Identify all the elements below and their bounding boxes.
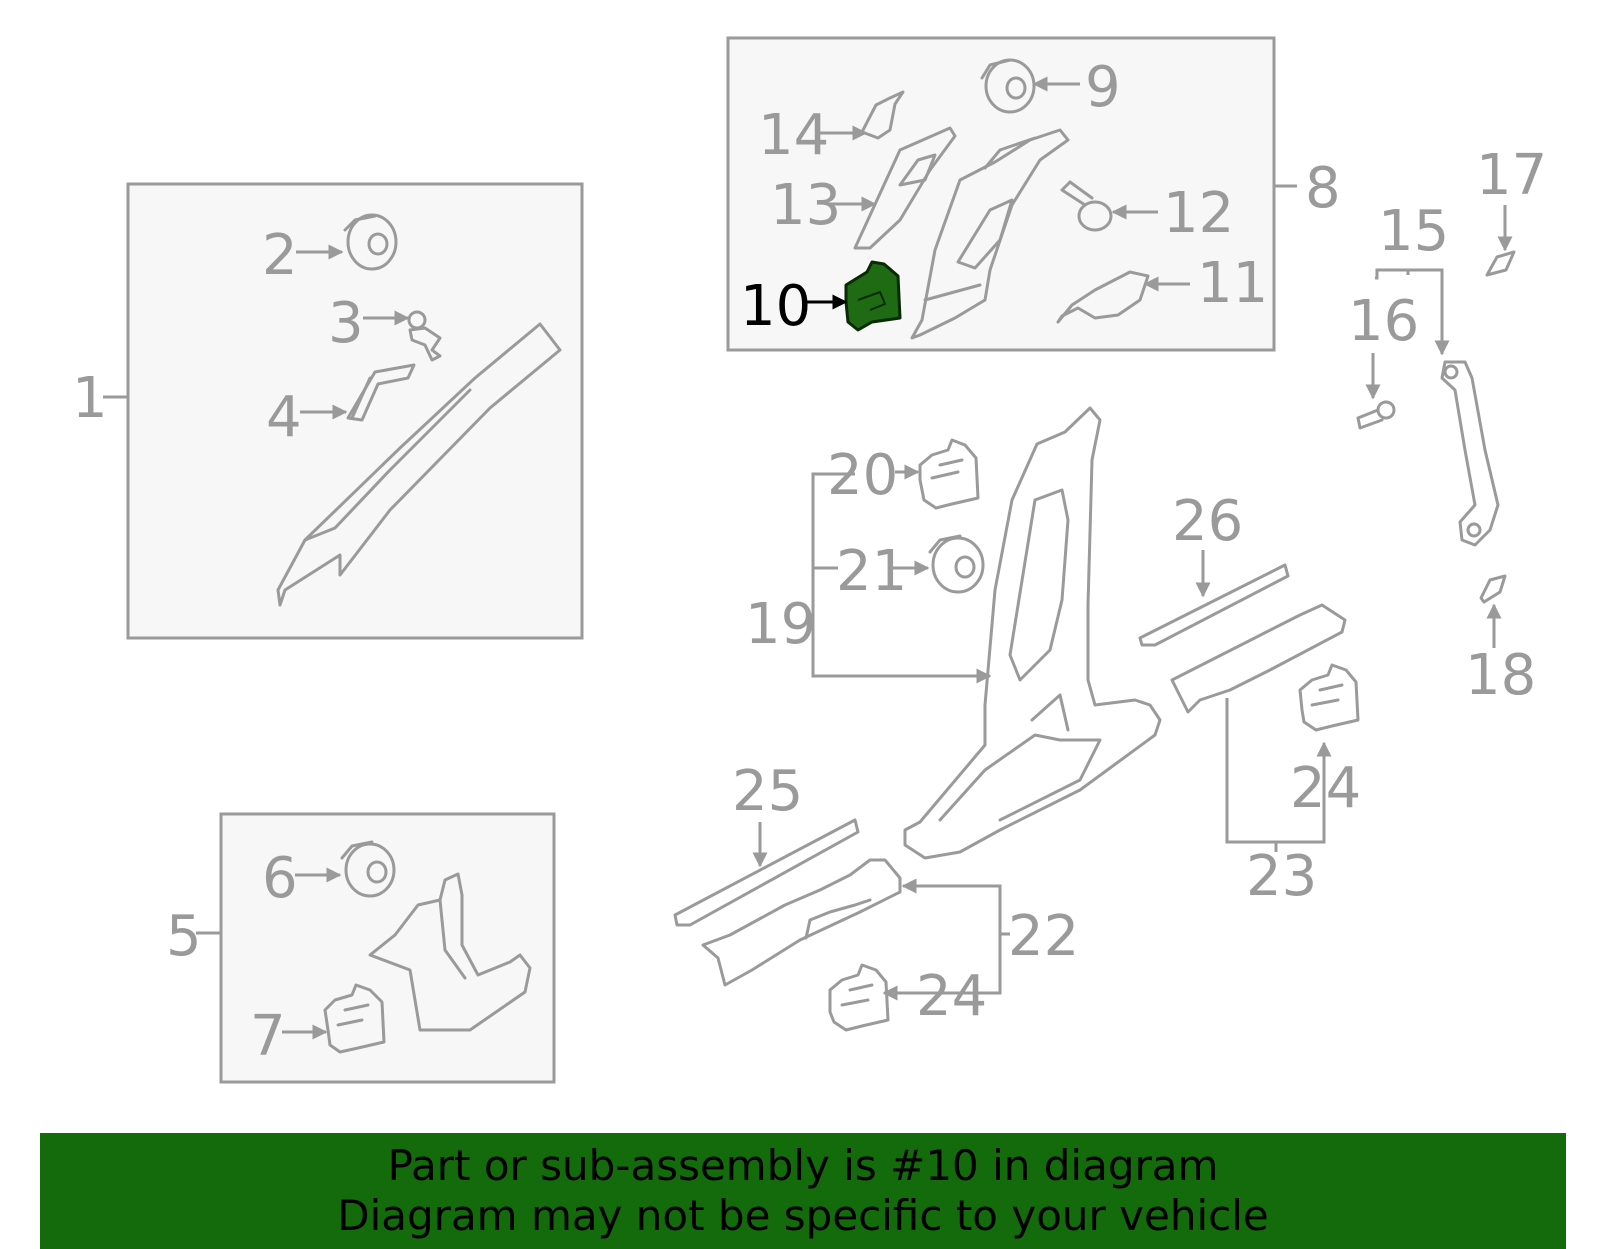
clip-part-20: [918, 438, 980, 510]
callout-17: 17: [1476, 143, 1547, 208]
callout-9: 9: [1085, 55, 1121, 120]
a-pillar-trim: [276, 322, 562, 607]
clip-part-24b: [1298, 663, 1360, 732]
info-banner: Part or sub-assembly is #10 in diagram D…: [40, 1133, 1566, 1249]
bracket-part-14: [860, 90, 905, 140]
leader-lines: [103, 76, 1513, 1040]
cap-part-17: [1485, 250, 1516, 277]
callout-15: 15: [1378, 199, 1449, 264]
clip-part-2: [343, 213, 398, 271]
callout-5: 5: [166, 904, 202, 969]
front-sill-plate: [701, 858, 902, 987]
parts-diagram: 1 2 3 4 5 6 7 8 9 10 11 12 13 14 15 16 1…: [72, 36, 1547, 1084]
group-box-5: [219, 812, 556, 1084]
callout-20: 20: [827, 443, 898, 508]
b-pillar-lower-trim: [903, 406, 1162, 860]
cap-part-18: [1479, 574, 1507, 604]
callout-3: 3: [328, 291, 364, 356]
callout-12: 12: [1163, 181, 1234, 246]
b-pillar-upper-trim: [910, 128, 1070, 340]
bolt-part-12: [1060, 180, 1113, 232]
callout-8: 8: [1305, 156, 1341, 221]
clip-part-6: [340, 840, 396, 898]
lower-kick-panel: [368, 872, 532, 1032]
screw-part-16: [1356, 400, 1396, 430]
callout-22: 22: [1008, 904, 1079, 969]
front-scuff-strip: [673, 818, 860, 927]
banner-line-2: Diagram may not be specific to your vehi…: [337, 1191, 1269, 1240]
rear-sill-plate: [1170, 603, 1347, 714]
clip-part-24a: [828, 963, 890, 1032]
callout-26: 26: [1172, 489, 1243, 554]
callout-23: 23: [1246, 844, 1317, 909]
banner-line-1: Part or sub-assembly is #10 in diagram: [387, 1141, 1219, 1190]
callout-13: 13: [770, 173, 841, 238]
trim-part-13: [853, 126, 957, 250]
callout-11: 11: [1197, 251, 1268, 316]
callout-1: 1: [72, 366, 108, 431]
rear-scuff-strip: [1138, 563, 1290, 647]
callout-2: 2: [262, 223, 298, 288]
handle-part-11: [1056, 270, 1150, 324]
callout-18: 18: [1465, 643, 1536, 708]
callout-19: 19: [745, 592, 816, 657]
callout-14: 14: [758, 103, 829, 168]
callout-24-front: 24: [916, 964, 987, 1029]
callout-6: 6: [262, 846, 298, 911]
highlighted-clip-part-10[interactable]: [844, 260, 902, 332]
clip-part-7: [323, 983, 386, 1054]
callout-21: 21: [836, 539, 907, 604]
callout-24-rear: 24: [1290, 756, 1361, 821]
callout-10[interactable]: 10: [740, 274, 811, 339]
callout-7: 7: [250, 1004, 286, 1069]
callout-4: 4: [266, 385, 302, 450]
group-box-8: [726, 36, 1276, 352]
callout-25: 25: [732, 759, 803, 824]
grab-handle: [1440, 360, 1500, 547]
clip-part-21: [928, 534, 985, 594]
callout-16: 16: [1348, 289, 1419, 354]
pad-part-4: [346, 363, 416, 422]
